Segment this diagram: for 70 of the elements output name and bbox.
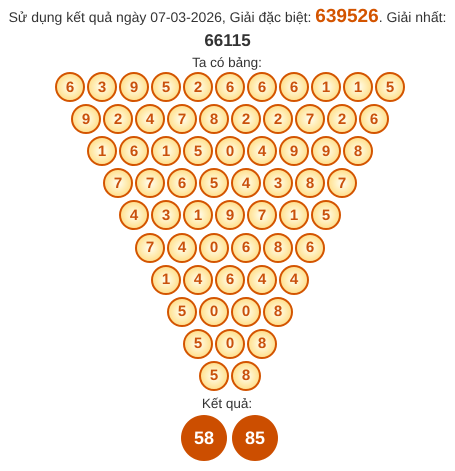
- number-ball: 7: [135, 232, 165, 262]
- number-ball: 1: [151, 264, 181, 295]
- number-ball: 1: [343, 72, 373, 102]
- number-ball: 3: [263, 168, 293, 198]
- number-ball: 2: [327, 104, 357, 134]
- number-ball: 7: [135, 168, 165, 198]
- number-ball: 6: [55, 72, 85, 102]
- number-ball: 0: [215, 328, 245, 359]
- number-ball: 8: [231, 360, 261, 391]
- number-ball: 4: [247, 264, 277, 295]
- number-ball: 5: [183, 328, 213, 359]
- number-ball: 7: [327, 168, 357, 198]
- number-ball: 9: [311, 136, 341, 166]
- number-ball: 1: [183, 200, 213, 230]
- number-ball: 0: [231, 296, 261, 327]
- number-ball: 2: [231, 104, 261, 134]
- number-ball: 4: [279, 264, 309, 295]
- number-ball: 7: [295, 104, 325, 134]
- number-ball: 6: [215, 264, 245, 295]
- number-ball: 8: [199, 104, 229, 134]
- number-ball: 5: [183, 136, 213, 166]
- number-ball: 8: [343, 136, 373, 166]
- number-ball: 5: [167, 296, 197, 327]
- result-ball: 58: [181, 415, 227, 461]
- number-ball: 6: [359, 104, 389, 134]
- number-ball: 5: [151, 72, 181, 102]
- label-text: Kết quả:: [200, 396, 254, 412]
- number-ball: 1: [279, 200, 309, 230]
- number-ball: 5: [375, 72, 405, 102]
- number-ball: 4: [135, 104, 165, 134]
- number-ball: 4: [167, 232, 197, 262]
- number-ball: 2: [103, 104, 133, 134]
- title: Sử dụng kết quả ngày 07-03-2026, Giải đặc biệt: 639526. Giải nhất: 66115: [8, 5, 448, 52]
- number-ball: 9: [119, 72, 149, 102]
- number-ball: 9: [215, 200, 245, 230]
- number-ball: 3: [87, 72, 117, 102]
- number-ball: 4: [183, 264, 213, 295]
- number-ball: 4: [119, 200, 149, 230]
- number-ball: 6: [215, 72, 245, 102]
- number-ball: 4: [231, 168, 261, 198]
- number-ball: 1: [311, 72, 341, 102]
- number-ball: 4: [247, 136, 277, 166]
- number-ball: 2: [263, 104, 293, 134]
- number-ball: 8: [263, 296, 293, 327]
- number-ball: 1: [87, 136, 117, 166]
- number-ball: 5: [199, 168, 229, 198]
- number-ball: 5: [311, 200, 341, 230]
- label-text: Ta có bảng:: [191, 55, 263, 71]
- number-ball: 0: [199, 296, 229, 327]
- number-ball: 6: [295, 232, 325, 262]
- number-ball: 7: [247, 200, 277, 230]
- number-ball: 9: [71, 104, 101, 134]
- number-ball: 7: [167, 104, 197, 134]
- number-ball: 0: [215, 136, 245, 166]
- number-ball: 6: [247, 72, 277, 102]
- number-ball: 6: [119, 136, 149, 166]
- number-ball: 7: [103, 168, 133, 198]
- number-ball: 1: [151, 136, 181, 166]
- number-ball: 0: [199, 232, 229, 262]
- number-ball: 8: [247, 328, 277, 359]
- result-ball: 85: [232, 415, 278, 461]
- number-ball: 6: [231, 232, 261, 262]
- number-ball: 8: [263, 232, 293, 262]
- number-ball: 5: [199, 360, 229, 391]
- number-ball: 2: [183, 72, 213, 102]
- number-ball: 3: [151, 200, 181, 230]
- number-ball: 6: [279, 72, 309, 102]
- number-ball: 6: [167, 168, 197, 198]
- number-ball: 8: [295, 168, 325, 198]
- number-ball: 9: [279, 136, 309, 166]
